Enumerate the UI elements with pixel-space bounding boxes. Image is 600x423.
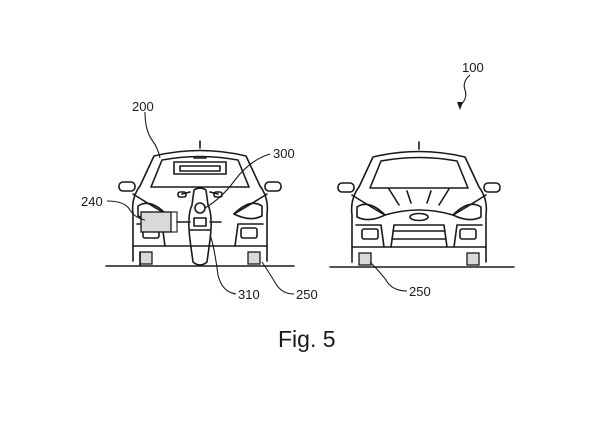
arrow-head-icon — [457, 102, 463, 110]
front-vehicle — [337, 141, 501, 266]
rear-vehicle — [118, 140, 282, 267]
leader-300 — [204, 153, 271, 209]
leader-250-left — [261, 261, 295, 295]
box-240 — [140, 211, 222, 233]
motorcycle — [177, 187, 223, 266]
leader-100 — [459, 74, 471, 107]
label-200: 200 — [132, 99, 154, 114]
label-250-left: 250 — [296, 287, 318, 302]
label-250-right: 250 — [409, 284, 431, 299]
figure-caption: Fig. 5 — [278, 326, 336, 352]
wheel-left — [139, 251, 153, 265]
label-240: 240 — [81, 194, 103, 209]
leader-250-right — [369, 261, 408, 292]
leader-310 — [209, 234, 237, 295]
leader-240 — [106, 200, 146, 221]
label-100: 100 — [462, 60, 484, 75]
label-300: 300 — [273, 146, 295, 161]
label-310: 310 — [238, 287, 260, 302]
leader-200 — [144, 111, 161, 159]
wheel-right — [247, 251, 261, 265]
